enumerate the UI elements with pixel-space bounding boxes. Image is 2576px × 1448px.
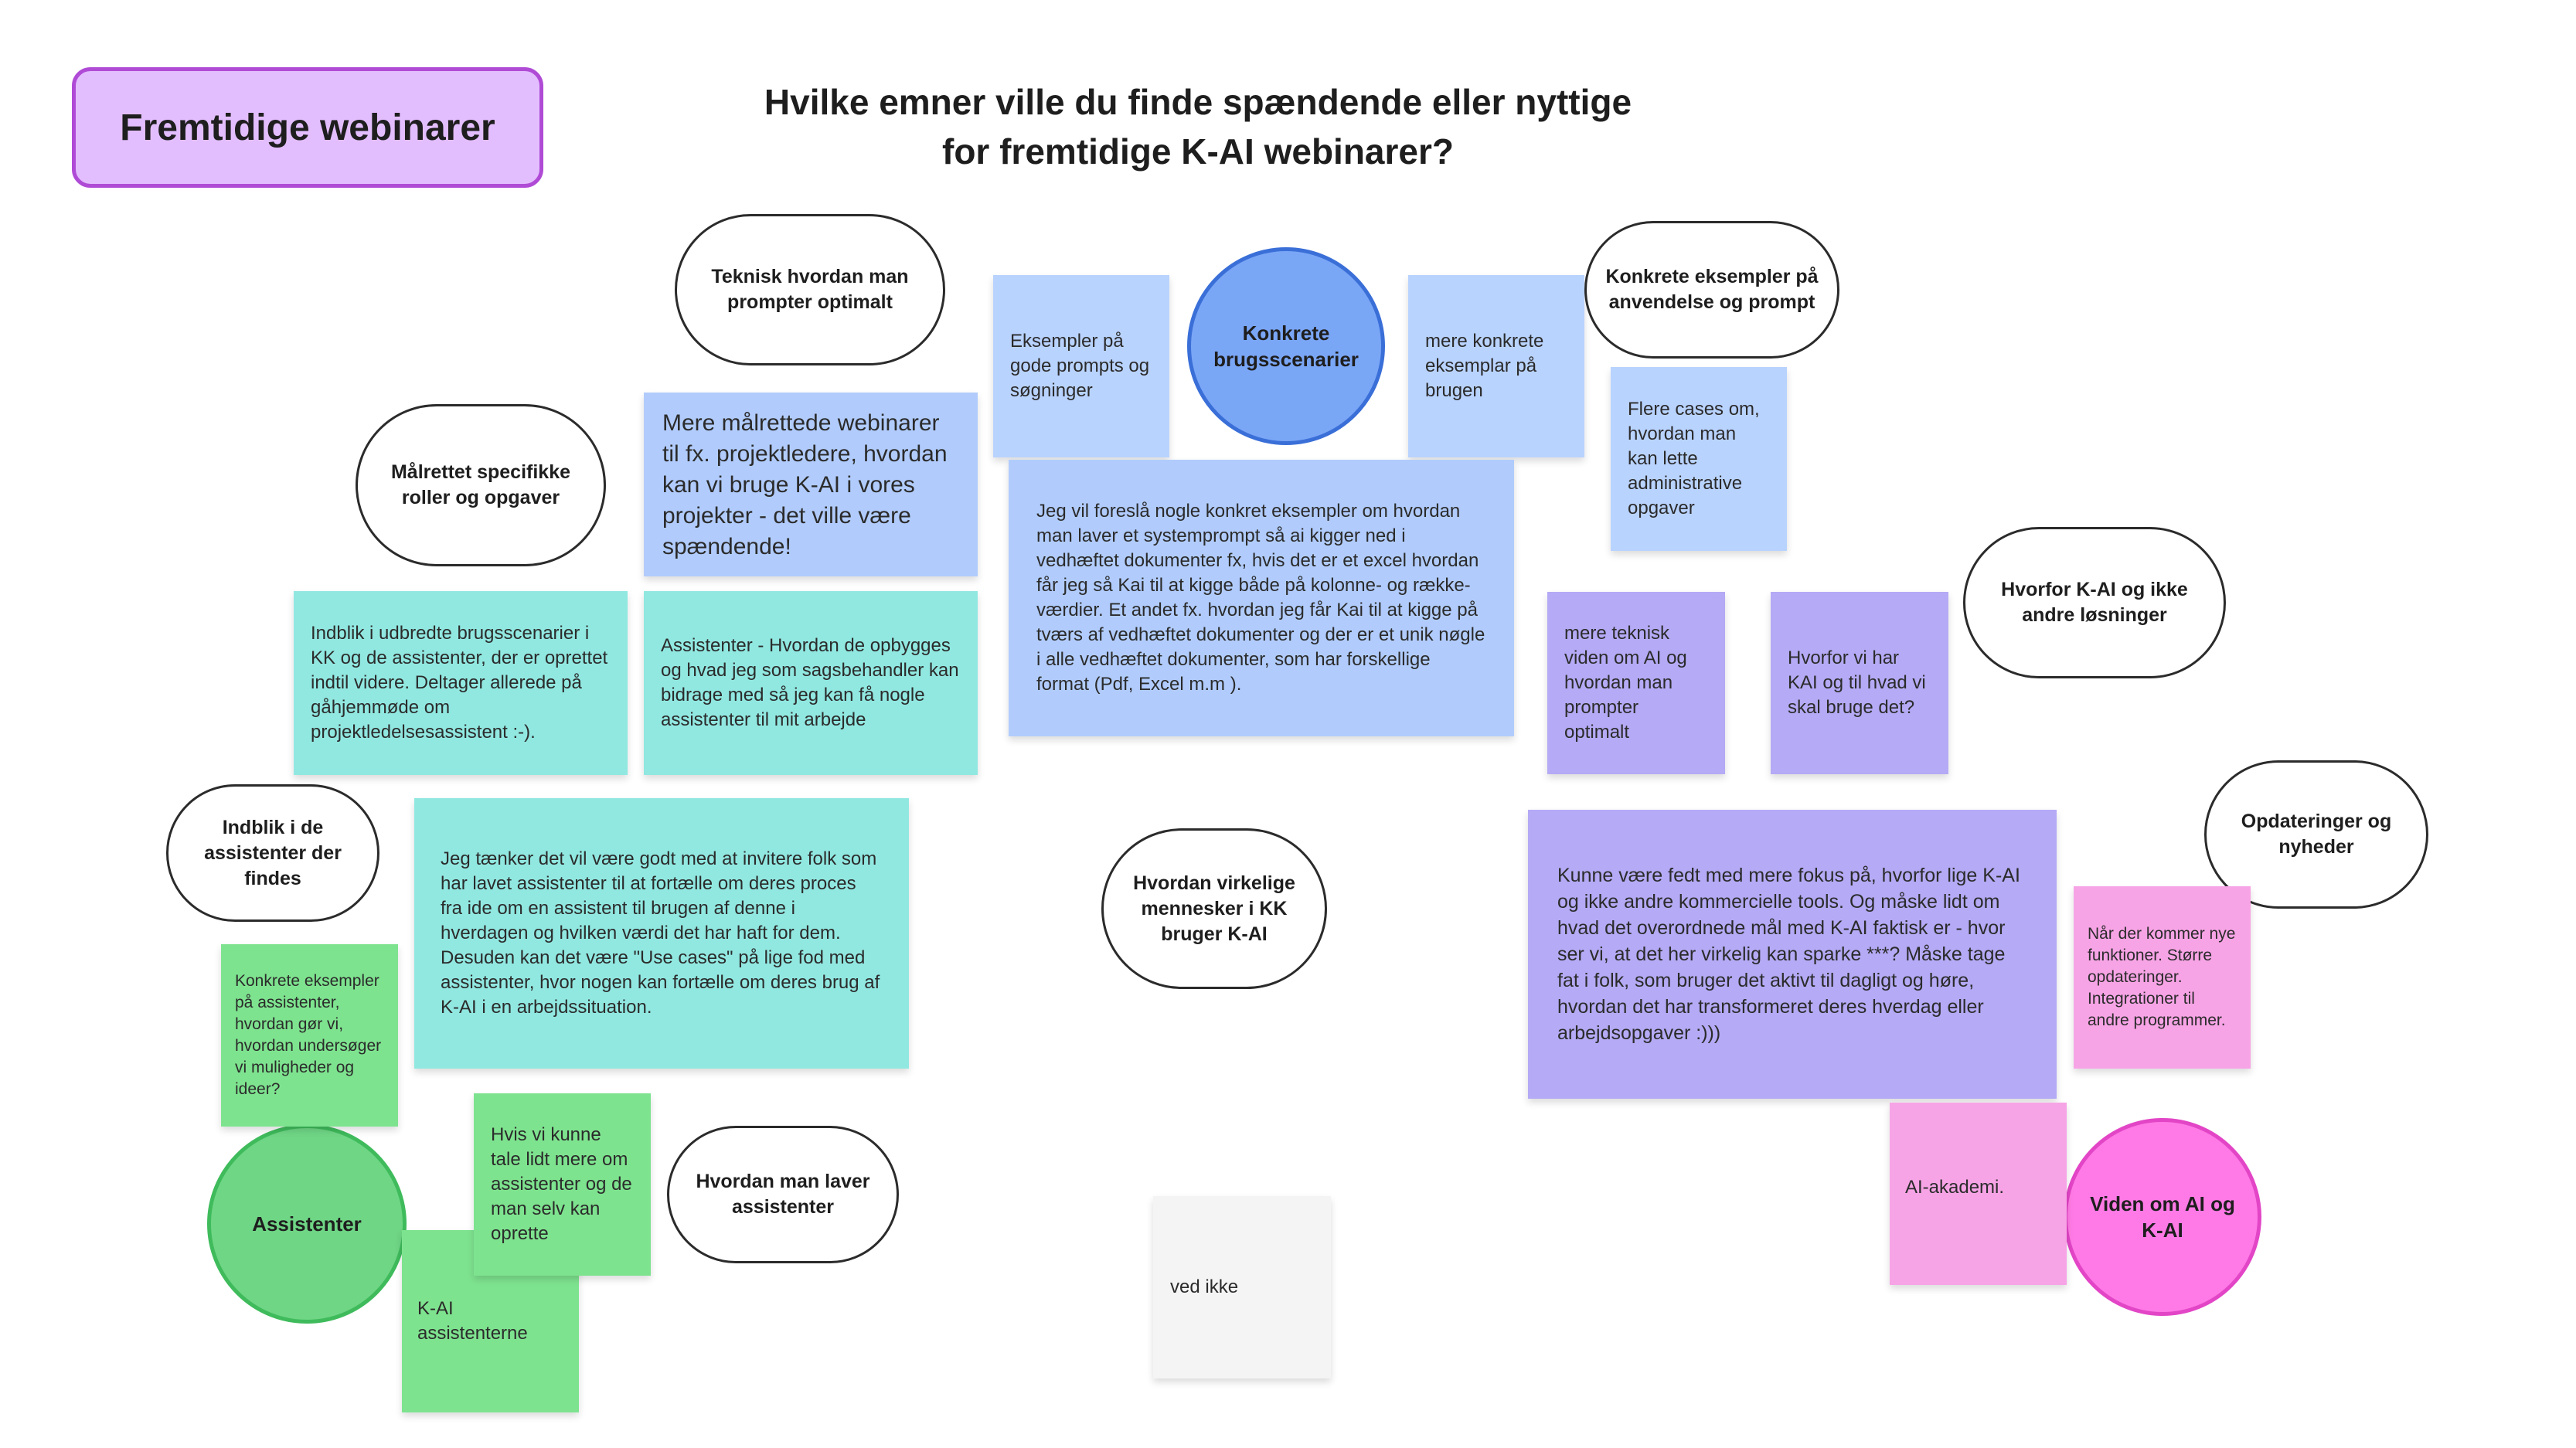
note-invitere-folk[interactable]: Jeg tænker det vil være godt med at invi… xyxy=(414,798,909,1069)
circle-assistenter[interactable]: Assistenter xyxy=(207,1124,407,1324)
note-konkrete-assistenter[interactable]: Konkrete eksempler på assistenter, hvord… xyxy=(221,944,398,1127)
circle-konkrete-brugsscenarier[interactable]: Konkrete brugsscenarier xyxy=(1187,247,1385,445)
note-naar-nye-funktioner[interactable]: Når der kommer nye funktioner. Større op… xyxy=(2074,886,2251,1069)
note-ved-ikke[interactable]: ved ikke xyxy=(1153,1196,1331,1378)
note-mere-fokus[interactable]: Kunne være fedt med mere fokus på, hvorf… xyxy=(1528,810,2057,1099)
note-indblik-udbredte[interactable]: Indblik i udbredte brugsscenarier i KK o… xyxy=(294,591,628,775)
note-maalrettede-webinarer[interactable]: Mere målrettede webinarer til fx. projek… xyxy=(644,393,978,576)
note-mere-konkrete[interactable]: mere konkrete eksemplar på brugen xyxy=(1408,275,1584,457)
note-eksempler-prompts[interactable]: Eksempler på gode prompts og søgninger xyxy=(993,275,1169,457)
pill-hvorfor-kai[interactable]: Hvorfor K-AI og ikke andre løsninger xyxy=(1963,527,2226,678)
note-flere-cases[interactable]: Flere cases om, hvordan man kan lette ad… xyxy=(1611,367,1787,551)
pill-teknisk-prompt[interactable]: Teknisk hvordan man prompter optimalt xyxy=(675,214,945,365)
pill-konkrete-eksempler[interactable]: Konkrete eksempler på anvendelse og prom… xyxy=(1584,221,1839,359)
note-tale-lidt[interactable]: Hvis vi kunne tale lidt mere om assisten… xyxy=(474,1093,651,1276)
pill-laver-assistenter[interactable]: Hvordan man laver assistenter xyxy=(667,1126,899,1263)
note-ai-akademi[interactable]: AI-akademi. xyxy=(1890,1103,2067,1285)
pill-virkelige-mennesker[interactable]: Hvordan virkelige mennesker i KK bruger … xyxy=(1101,828,1327,989)
pill-opdateringer[interactable]: Opdateringer og nyheder xyxy=(2204,760,2428,909)
note-assistenter-opbygges[interactable]: Assistenter - Hvordan de opbygges og hva… xyxy=(644,591,978,775)
note-hvorfor-kai[interactable]: Hvorfor vi har KAI og til hvad vi skal b… xyxy=(1771,592,1948,774)
board-title[interactable]: Fremtidige webinarer xyxy=(72,67,543,188)
circle-viden-om-ai[interactable]: Viden om AI og K-AI xyxy=(2064,1118,2261,1316)
pill-indblik-assistenter[interactable]: Indblik i de assistenter der findes xyxy=(166,784,379,922)
pill-maalrettet-roller[interactable]: Målrettet specifikke roller og opgaver xyxy=(356,404,606,566)
board-question: Hvilke emner ville du finde spændende el… xyxy=(764,82,1632,172)
note-mere-teknisk[interactable]: mere teknisk viden om AI og hvordan man … xyxy=(1547,592,1725,774)
note-systemprompt[interactable]: Jeg vil foreslå nogle konkret eksempler … xyxy=(1009,460,1514,736)
